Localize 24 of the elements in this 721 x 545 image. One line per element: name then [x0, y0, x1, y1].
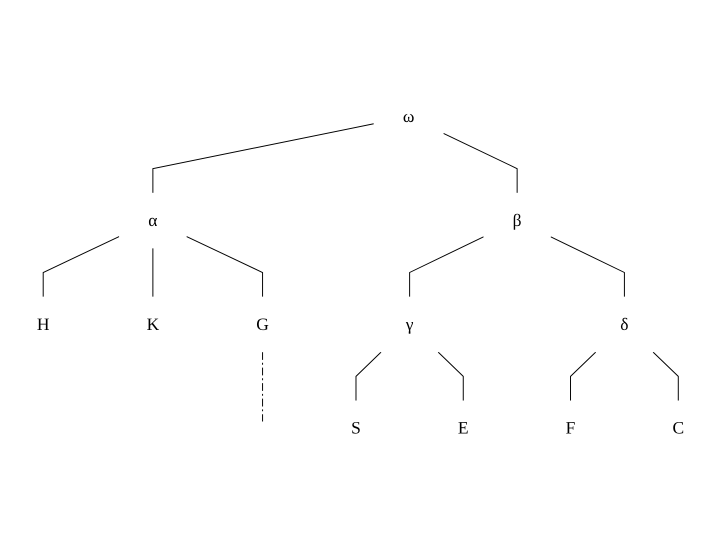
connector: [152, 123, 374, 194]
connector: [42, 236, 120, 298]
node-text: K: [146, 314, 160, 334]
node-text: E: [458, 418, 469, 438]
node-text: F: [566, 418, 576, 438]
node-text: α: [148, 210, 158, 230]
connector: [409, 236, 484, 298]
connector: [438, 352, 464, 402]
connector: [186, 236, 264, 298]
connector: [152, 248, 154, 298]
connector: [262, 352, 264, 422]
connector: [652, 352, 679, 402]
connector: [570, 352, 596, 402]
node-text: G: [256, 314, 269, 334]
node-text: δ: [620, 314, 629, 334]
connector: [550, 236, 625, 298]
node-text: β: [512, 210, 522, 230]
connector: [356, 352, 382, 402]
node-text: ω: [402, 106, 414, 126]
node-text: γ: [406, 314, 414, 334]
connector: [443, 132, 518, 194]
node-text: H: [36, 314, 50, 334]
node-text: S: [351, 418, 361, 438]
node-text: C: [672, 418, 684, 438]
